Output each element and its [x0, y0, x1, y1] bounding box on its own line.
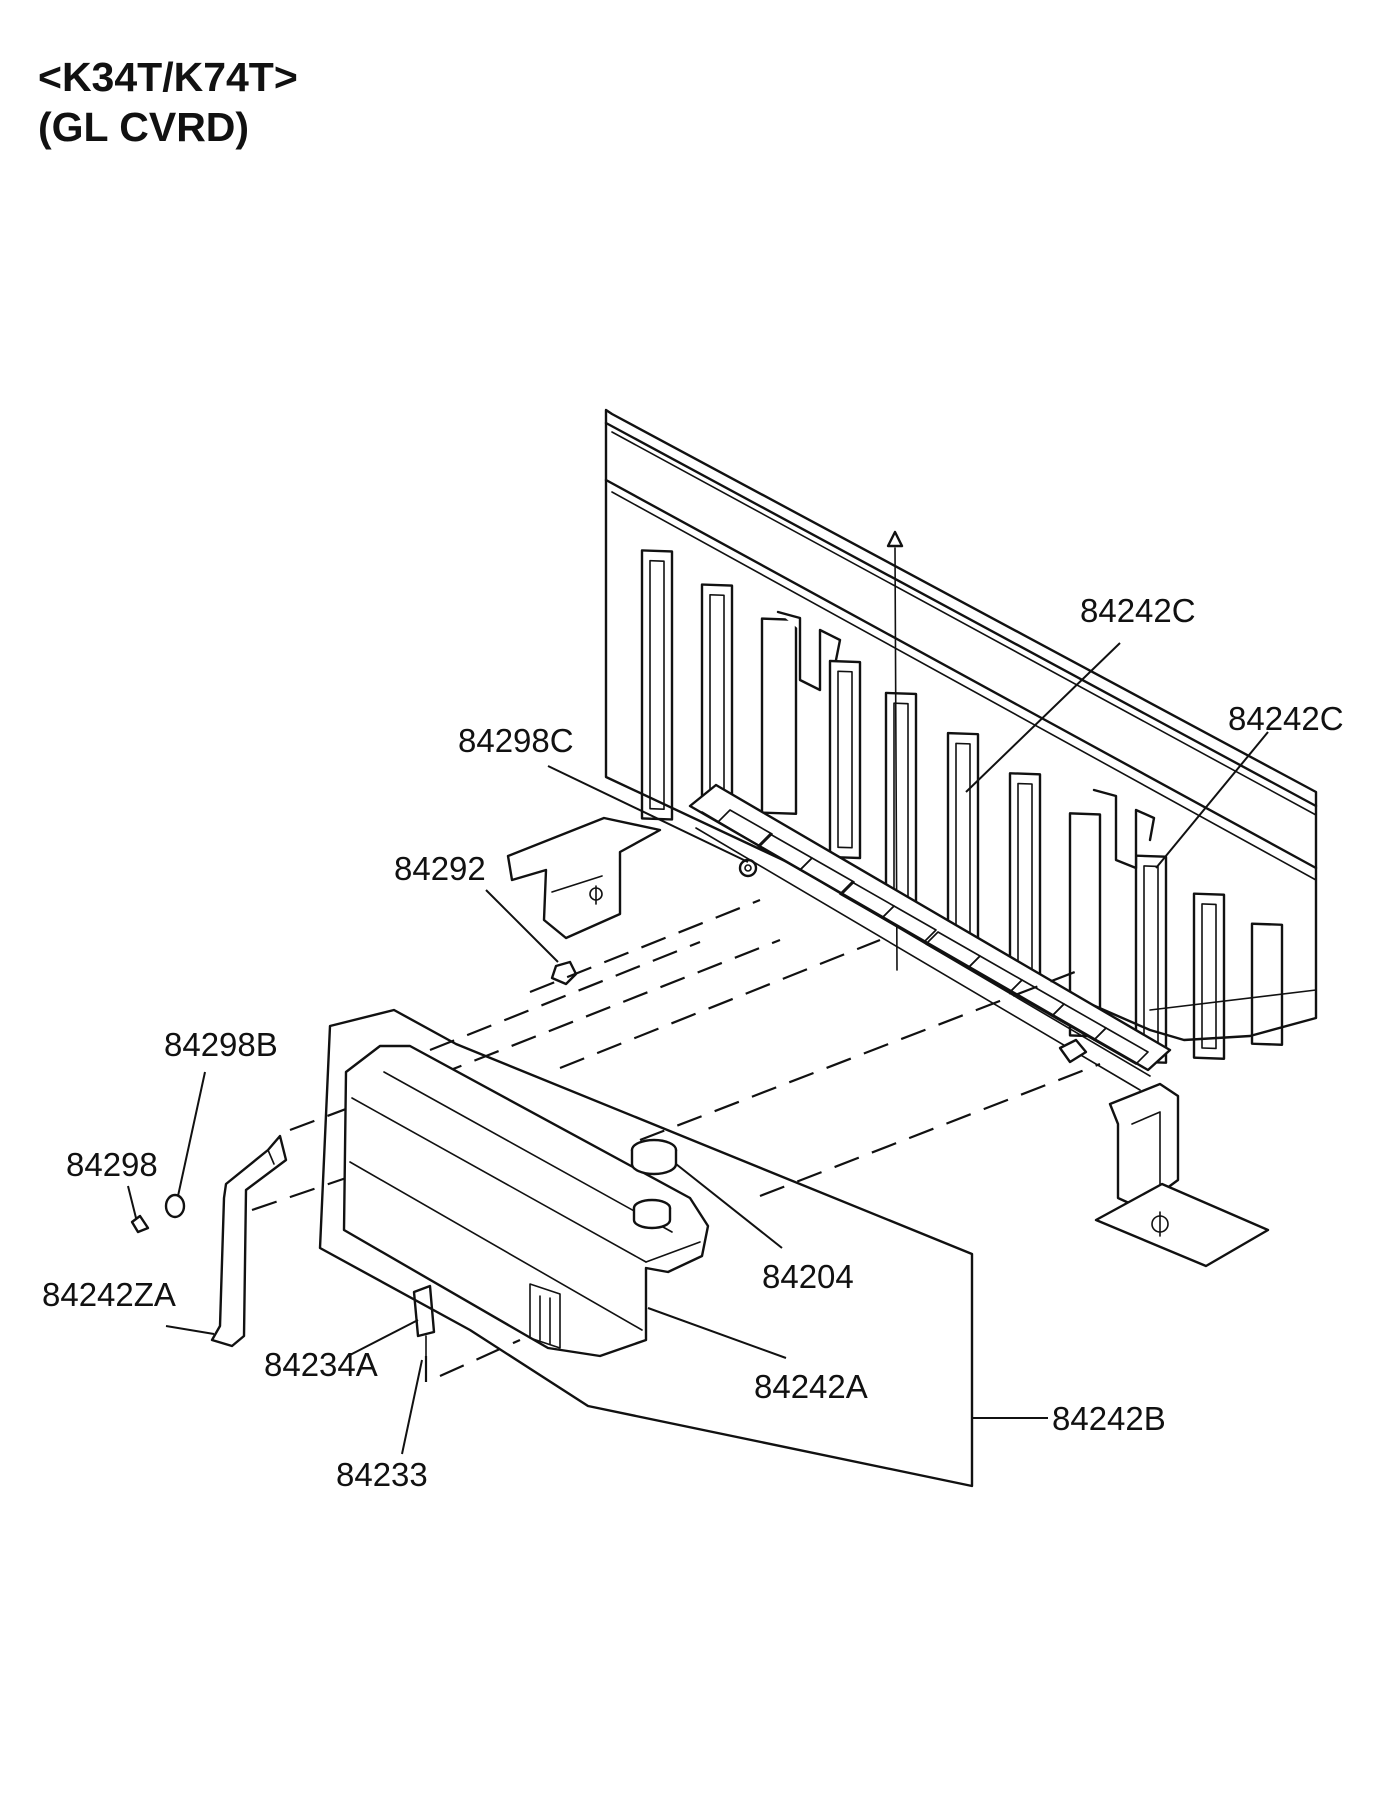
assembly-outline-84242b: [318, 1008, 974, 1488]
storage-box-84242a: [342, 1044, 710, 1358]
callout-84242c-2: 84242C: [1228, 700, 1344, 737]
callout-84292: 84292: [394, 850, 486, 887]
leader-84298: [127, 1185, 137, 1219]
leader-84242c-1: [965, 642, 1121, 793]
leader-84204: [675, 1163, 783, 1249]
clip-84298c: [738, 858, 758, 878]
callout-84242a: 84242A: [754, 1368, 868, 1405]
assembly-guide-lines: [251, 898, 1101, 1396]
washer-84298b: [164, 1193, 186, 1219]
trim-variant: (GL CVRD): [38, 104, 250, 150]
hinge-bracket-left: [776, 610, 842, 692]
callout-84242b: 84242B: [1052, 1400, 1166, 1437]
callout-84233: 84233: [336, 1456, 428, 1493]
callout-84234a: 84234A: [264, 1346, 378, 1383]
leader-84298c: [547, 765, 749, 863]
seat-back-panel: [604, 408, 1318, 1064]
callout-84242c-1: 84242C: [1080, 592, 1196, 629]
screw-84298: [130, 1214, 150, 1234]
leader-84242c-2: [1155, 731, 1269, 869]
nut-84292: [550, 960, 578, 986]
leader-84292: [485, 889, 559, 963]
callout-labels: 84242C 84242C 84298C 84292 84298B 84298 …: [42, 592, 1344, 1493]
leader-84242a: [647, 1307, 787, 1359]
hinge-bracket-right: [1092, 788, 1156, 870]
callout-84204: 84204: [762, 1258, 854, 1295]
bracket-84242za: [130, 1134, 288, 1348]
callout-84298: 84298: [66, 1146, 158, 1183]
callout-84298b: 84298B: [164, 1026, 278, 1063]
leader-84234a: [347, 1319, 419, 1357]
diagram-header: <K34T/K74T> (GL CVRD): [38, 52, 298, 152]
rod-tip: [886, 530, 904, 548]
callout-84298c: 84298C: [458, 722, 574, 759]
model-code: <K34T/K74T>: [38, 54, 298, 100]
leader-lines: [127, 642, 1269, 1455]
callout-84242za: 84242ZA: [42, 1276, 176, 1313]
leader-84233: [401, 1359, 423, 1455]
leader-84242za: [165, 1325, 215, 1335]
latch-84234a: [412, 1284, 436, 1338]
leader-84298b: [177, 1071, 206, 1197]
floor-cushion-section: [506, 783, 1270, 1268]
